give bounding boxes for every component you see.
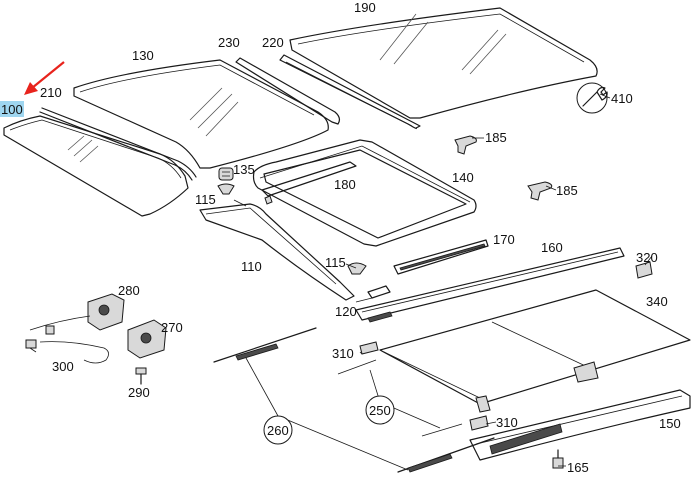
highlighted-label-100[interactable]: 100 bbox=[0, 101, 24, 117]
label-180: 180 bbox=[334, 177, 356, 192]
label-320: 320 bbox=[636, 250, 658, 265]
part-185-bracket-lower[interactable] bbox=[527, 181, 553, 201]
part-280-motor[interactable] bbox=[87, 293, 125, 331]
label-300: 300 bbox=[52, 359, 74, 374]
label-115-lower: 115 bbox=[325, 255, 346, 270]
part-310-clip-upper[interactable] bbox=[359, 341, 379, 355]
callout-260[interactable]: 260 bbox=[263, 415, 293, 445]
part-180-deflector[interactable] bbox=[261, 161, 357, 205]
label-250: 250 bbox=[369, 403, 391, 418]
part-230-strip[interactable] bbox=[235, 57, 341, 125]
label-260: 260 bbox=[267, 423, 289, 438]
label-100: 100 bbox=[1, 102, 23, 117]
part-270-motor[interactable] bbox=[127, 319, 167, 359]
label-310-lower: 310 bbox=[496, 415, 518, 430]
label-185-lower: 185 bbox=[556, 183, 578, 198]
label-290: 290 bbox=[128, 385, 150, 400]
part-170-rail[interactable] bbox=[393, 239, 489, 275]
part-115-mount-upper[interactable] bbox=[217, 183, 235, 195]
part-250-cable[interactable] bbox=[337, 359, 463, 437]
label-270: 270 bbox=[161, 320, 183, 335]
label-310-upper: 310 bbox=[332, 346, 354, 361]
part-130-glass-panel[interactable] bbox=[73, 59, 329, 169]
part-110-frame[interactable] bbox=[199, 203, 355, 301]
part-100-glass-panel[interactable] bbox=[3, 115, 189, 217]
part-220-strip[interactable] bbox=[279, 54, 421, 130]
label-340: 340 bbox=[646, 294, 668, 309]
label-280: 280 bbox=[118, 283, 140, 298]
part-210-seal[interactable] bbox=[39, 107, 197, 181]
label-160: 160 bbox=[541, 240, 563, 255]
part-300-wiring-harness[interactable] bbox=[25, 315, 109, 364]
part-150-rail[interactable] bbox=[469, 389, 691, 461]
part-340-sunblind[interactable] bbox=[379, 289, 691, 413]
label-165: 165 bbox=[567, 460, 589, 475]
label-130: 130 bbox=[132, 48, 154, 63]
leader-lines bbox=[233, 93, 653, 471]
label-190: 190 bbox=[354, 0, 376, 15]
part-120-component[interactable] bbox=[355, 285, 391, 303]
label-150: 150 bbox=[659, 416, 681, 431]
part-160-guide-rail[interactable] bbox=[355, 247, 625, 323]
part-135-clip[interactable] bbox=[218, 167, 234, 181]
part-260-cable[interactable] bbox=[213, 327, 495, 473]
part-310-clip-lower[interactable] bbox=[469, 415, 489, 431]
label-230: 230 bbox=[218, 35, 240, 50]
label-210: 210 bbox=[40, 85, 62, 100]
label-120: 120 bbox=[335, 304, 357, 319]
part-410-wrench-icon[interactable] bbox=[576, 82, 608, 114]
part-165-bolt[interactable] bbox=[552, 449, 564, 469]
part-140-frame[interactable] bbox=[252, 139, 477, 247]
label-170: 170 bbox=[493, 232, 515, 247]
label-110: 110 bbox=[241, 259, 262, 274]
label-115-upper: 115 bbox=[195, 192, 216, 207]
label-185-upper: 185 bbox=[485, 130, 507, 145]
part-290-bolt[interactable] bbox=[135, 367, 147, 385]
part-190-rear-glass[interactable] bbox=[289, 7, 598, 119]
part-185-bracket-upper[interactable] bbox=[454, 135, 477, 155]
label-410: 410 bbox=[611, 91, 633, 106]
red-arrow-icon bbox=[24, 61, 65, 95]
label-140: 140 bbox=[452, 170, 474, 185]
callout-250[interactable]: 250 bbox=[365, 395, 395, 425]
part-320-mount[interactable] bbox=[635, 261, 653, 279]
label-220: 220 bbox=[262, 35, 284, 50]
part-115-mount-lower[interactable] bbox=[347, 262, 367, 275]
label-135: 135 bbox=[233, 162, 255, 177]
